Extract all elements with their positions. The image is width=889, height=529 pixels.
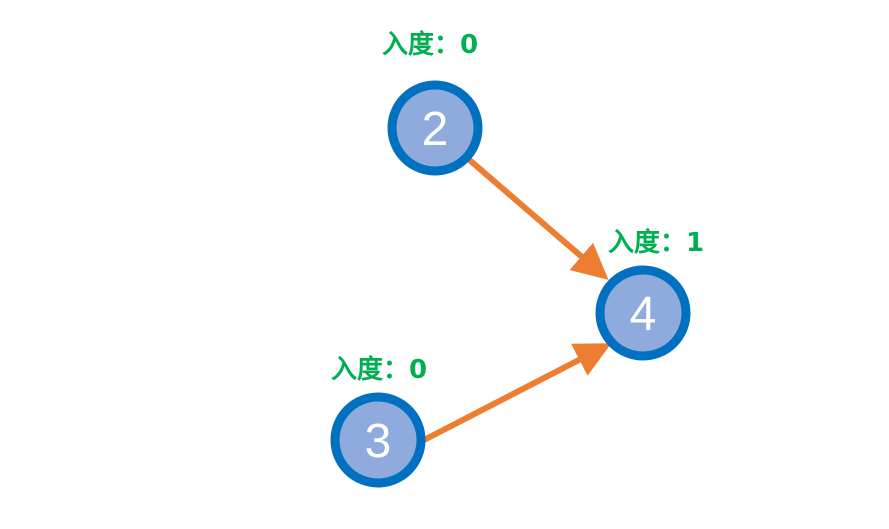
node-2-indegree-label: 入度：0	[382, 29, 478, 60]
node-3-label: 3	[365, 415, 392, 468]
node-2-circle	[387, 80, 483, 176]
edge-3-to-4	[422, 343, 612, 443]
node-2: 2	[387, 80, 483, 176]
node-4-circle	[595, 265, 691, 361]
node-4: 4	[595, 265, 691, 361]
node-4-indegree-label: 入度：1	[608, 227, 704, 258]
node-3: 3	[330, 392, 426, 488]
node-2-label: 2	[422, 103, 449, 156]
edge-2-to-4	[464, 154, 609, 280]
node-3-circle	[330, 392, 426, 488]
node-4-label: 4	[630, 288, 657, 341]
node-3-indegree-label: 入度：0	[331, 354, 427, 385]
